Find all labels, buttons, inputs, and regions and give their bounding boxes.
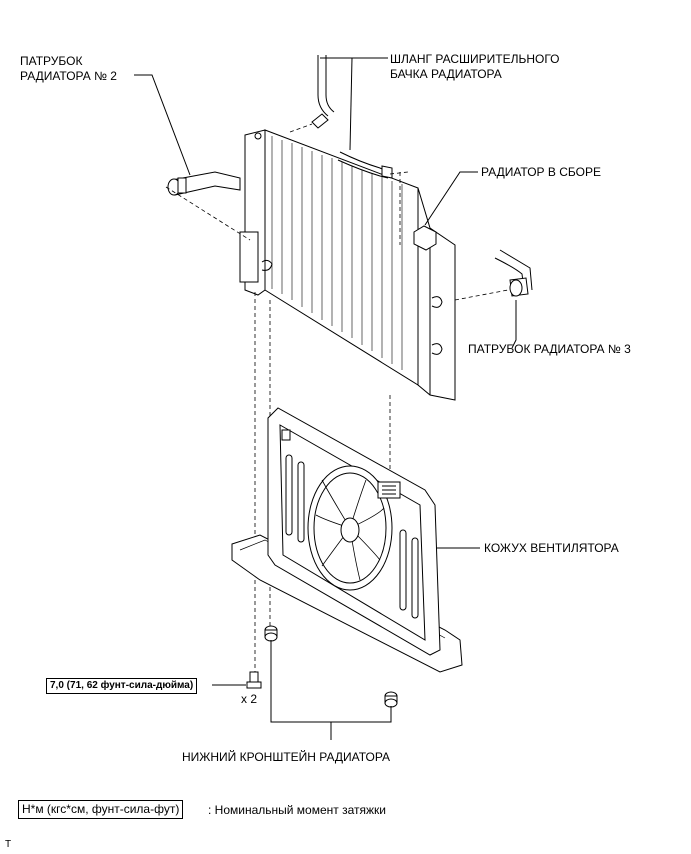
radiator-hose-3 (494, 249, 533, 297)
legend-torque-units: Н*м (кгс*см, фунт-сила-фут) (18, 800, 184, 819)
label-lower-bracket: НИЖНИЙ КРОНШТЕЙН РАДИАТОРА (182, 750, 391, 764)
label-reservoir-hose: ШЛАНГ РАСШИРИТЕЛЬНОГО БАЧКА РАДИАТОРА (390, 52, 559, 82)
legend-description: : Номинальный момент затяжки (208, 803, 386, 817)
label-fan-shroud: КОЖУХ ВЕНТИЛЯТОРА (484, 541, 619, 555)
label-radiator-hose-2-line1: ПАТРУБОК (20, 54, 83, 68)
label-radiator-hose-3: ПАТРУБОК РАДИАТОРА № 3 (468, 342, 631, 356)
footer-mark: T (5, 839, 12, 850)
label-reservoir-hose-line2: БАЧКА РАДИАТОРА (390, 67, 502, 81)
bolt-count: x 2 (241, 692, 258, 706)
label-radiator-hose-2-line2: РАДИАТОРА № 2 (20, 69, 117, 83)
radiator-core (239, 129, 456, 401)
lower-bracket-grommet-right (384, 691, 398, 708)
radiator-hose-2 (167, 171, 241, 196)
lower-bracket-grommet-left (264, 625, 278, 642)
reservoir-hose (311, 55, 393, 179)
label-radiator-assembly: РАДИАТОР В СБОРЕ (481, 165, 601, 179)
bolt (246, 671, 262, 689)
fan-shroud (231, 407, 463, 673)
leader-lines (134, 57, 517, 740)
label-reservoir-hose-line1: ШЛАНГ РАСШИРИТЕЛЬНОГО (390, 52, 560, 66)
label-radiator-hose-2: ПАТРУБОК РАДИАТОРА № 2 (20, 54, 117, 84)
torque-spec-box: 7,0 (71, 62 фунт-сила-дюйма) (46, 678, 198, 694)
